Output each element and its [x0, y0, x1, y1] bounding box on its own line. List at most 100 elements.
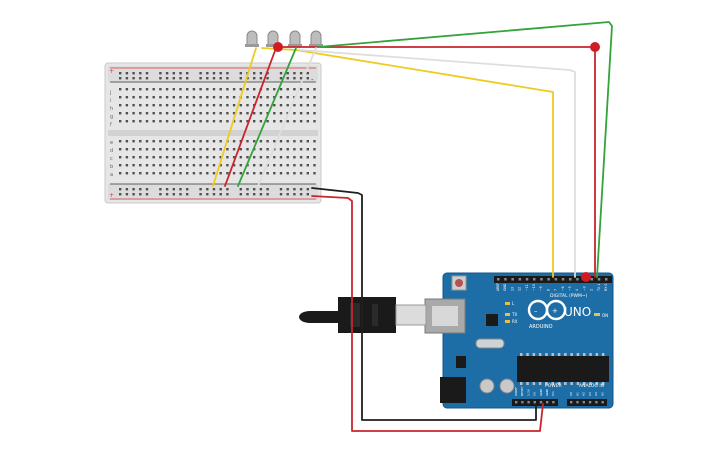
breadboard-hole[interactable] — [293, 148, 296, 151]
breadboard-hole[interactable] — [139, 164, 142, 167]
breadboard-hole[interactable] — [186, 112, 189, 115]
rail-hole[interactable] — [253, 188, 256, 191]
breadboard-hole[interactable] — [125, 140, 129, 143]
breadboard-hole[interactable] — [293, 164, 296, 167]
breadboard-hole[interactable] — [152, 104, 155, 107]
breadboard-hole[interactable] — [306, 140, 309, 143]
breadboard-hole[interactable] — [186, 88, 189, 91]
breadboard-hole[interactable] — [299, 148, 303, 151]
breadboard-hole[interactable] — [306, 164, 309, 167]
breadboard-hole[interactable] — [159, 172, 162, 175]
digital-pin[interactable] — [518, 278, 522, 281]
breadboard-hole[interactable] — [299, 88, 303, 91]
digital-pin[interactable] — [497, 278, 500, 281]
breadboard-hole[interactable] — [246, 140, 249, 143]
rail-hole[interactable] — [286, 188, 289, 191]
wire-yellow-led-to-breadboard[interactable] — [212, 47, 257, 187]
breadboard-hole[interactable] — [253, 96, 256, 99]
breadboard-hole[interactable] — [192, 104, 196, 107]
breadboard-hole[interactable] — [139, 148, 142, 151]
breadboard-hole[interactable] — [139, 172, 142, 175]
breadboard-hole[interactable] — [232, 96, 236, 99]
rail-hole[interactable] — [179, 72, 182, 75]
breadboard-hole[interactable] — [206, 88, 209, 91]
breadboard-hole[interactable] — [192, 88, 196, 91]
breadboard-hole[interactable] — [212, 172, 216, 175]
breadboard-hole[interactable] — [232, 112, 236, 115]
breadboard-hole[interactable] — [206, 148, 209, 151]
breadboard-hole[interactable] — [313, 172, 316, 175]
digital-pin[interactable] — [590, 278, 594, 281]
breadboard-hole[interactable] — [286, 88, 289, 91]
breadboard-hole[interactable] — [199, 164, 202, 167]
rail-hole[interactable] — [239, 72, 242, 75]
breadboard-hole[interactable] — [139, 140, 142, 143]
breadboard-hole[interactable] — [266, 112, 269, 115]
breadboard-hole[interactable] — [152, 156, 155, 159]
rail-hole[interactable] — [145, 77, 149, 80]
rail-hole[interactable] — [259, 193, 263, 196]
rail-hole[interactable] — [206, 193, 209, 196]
breadboard-hole[interactable] — [266, 148, 269, 151]
breadboard-hole[interactable] — [159, 96, 162, 99]
rail-hole[interactable] — [226, 188, 229, 191]
rail-hole[interactable] — [306, 72, 309, 75]
rail-hole[interactable] — [306, 193, 309, 196]
rail-hole[interactable] — [186, 188, 189, 191]
breadboard-hole[interactable] — [159, 88, 162, 91]
breadboard-hole[interactable] — [119, 172, 122, 175]
rail-hole[interactable] — [172, 188, 175, 191]
rail-hole[interactable] — [159, 193, 162, 196]
breadboard-hole[interactable] — [239, 148, 242, 151]
breadboard-hole[interactable] — [186, 96, 189, 99]
wire-white-led-to-pin[interactable] — [299, 49, 576, 278]
breadboard-hole[interactable] — [299, 164, 303, 167]
breadboard-hole[interactable] — [259, 112, 263, 115]
breadboard-hole[interactable] — [152, 96, 155, 99]
rail-hole[interactable] — [212, 188, 216, 191]
breadboard-hole[interactable] — [199, 96, 202, 99]
rail-hole[interactable] — [125, 77, 129, 80]
breadboard-hole[interactable] — [206, 156, 209, 159]
breadboard-hole[interactable] — [186, 104, 189, 107]
breadboard-hole[interactable] — [139, 112, 142, 115]
breadboard-hole[interactable] — [279, 140, 283, 143]
rail-hole[interactable] — [286, 77, 289, 80]
breadboard-hole[interactable] — [212, 96, 216, 99]
breadboard-hole[interactable] — [279, 148, 283, 151]
breadboard-hole[interactable] — [259, 120, 263, 123]
rail-hole[interactable] — [179, 193, 182, 196]
rail-hole[interactable] — [145, 188, 149, 191]
breadboard-hole[interactable] — [172, 120, 175, 123]
breadboard-hole[interactable] — [132, 104, 135, 107]
breadboard-hole[interactable] — [212, 140, 216, 143]
breadboard-hole[interactable] — [286, 104, 289, 107]
rail-hole[interactable] — [279, 72, 283, 75]
breadboard-hole[interactable] — [239, 164, 242, 167]
rail-hole[interactable] — [139, 188, 142, 191]
breadboard-hole[interactable] — [313, 112, 316, 115]
breadboard-hole[interactable] — [206, 140, 209, 143]
breadboard-hole[interactable] — [132, 172, 135, 175]
breadboard-hole[interactable] — [253, 88, 256, 91]
dc-power-jack[interactable] — [440, 377, 466, 403]
rail-hole[interactable] — [145, 72, 149, 75]
digital-pin[interactable] — [504, 278, 507, 281]
power-pin[interactable] — [546, 401, 549, 404]
breadboard-hole[interactable] — [172, 104, 175, 107]
rail-hole[interactable] — [212, 77, 216, 80]
breadboard-hole[interactable] — [212, 120, 216, 123]
digital-pin[interactable] — [569, 278, 572, 281]
breadboard-hole[interactable] — [226, 156, 229, 159]
breadboard-hole[interactable] — [152, 148, 155, 151]
breadboard-hole[interactable] — [266, 88, 269, 91]
breadboard[interactable]: + + - j i h g f e d c b a — [104, 62, 322, 204]
wire-node[interactable] — [590, 42, 600, 52]
breadboard-hole[interactable] — [306, 172, 309, 175]
rail-hole[interactable] — [159, 188, 162, 191]
rail-hole[interactable] — [119, 72, 122, 75]
rail-hole[interactable] — [259, 77, 263, 80]
rail-hole[interactable] — [199, 72, 202, 75]
rail-hole[interactable] — [165, 72, 169, 75]
breadboard-hole[interactable] — [299, 140, 303, 143]
